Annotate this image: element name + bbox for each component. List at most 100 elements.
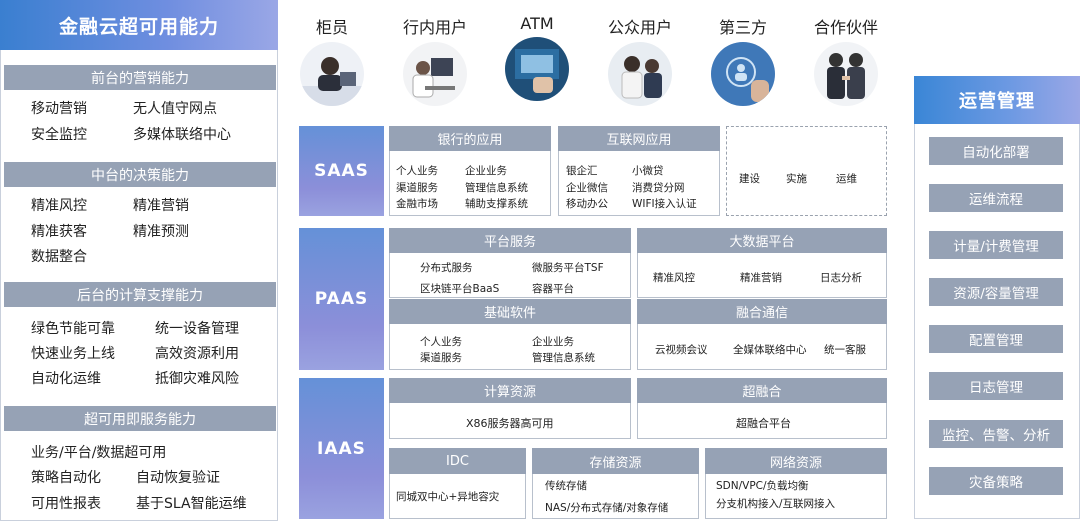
platform-service-item: 区块链平台BaaS — [420, 283, 500, 295]
converged-comm-title: 融合通信 — [637, 299, 887, 324]
capability-item: 精准风控 — [31, 198, 87, 214]
capability-item: 多媒体联络中心 — [133, 127, 231, 143]
role-label: ATM — [520, 14, 554, 33]
capability-item: 安全监控 — [31, 127, 87, 143]
capability-item: 抵御灾难风险 — [155, 371, 239, 387]
third-party-photo — [711, 42, 775, 106]
atm-photo — [505, 37, 569, 101]
role-label: 行内用户 — [402, 18, 467, 37]
delivery-item: 实施 — [786, 173, 807, 185]
bank-app-item: 金融市场 — [396, 198, 438, 210]
network-item: SDN/VPC/负载均衡 — [716, 480, 809, 492]
big-data-item: 精准营销 — [740, 272, 782, 284]
delivery-item: 运维 — [836, 173, 857, 185]
ops-item-monitor: 监控、告警、分析 — [929, 420, 1063, 448]
section-header-middle: 中台的决策能力 — [4, 162, 276, 187]
internal-user-photo — [403, 42, 467, 106]
role-label: 公众用户 — [607, 18, 672, 37]
capability-item: 精准预测 — [133, 224, 189, 240]
teller-photo — [300, 42, 364, 106]
bank-app-item: 渠道服务 — [396, 182, 438, 194]
capability-item: 无人值守网点 — [133, 101, 217, 117]
layer-paas: PAAS — [299, 228, 384, 370]
role-atm: ATM — [497, 14, 577, 101]
section-header-frontend: 前台的营销能力 — [4, 65, 276, 90]
big-data-title: 大数据平台 — [637, 228, 887, 253]
capability-item: 自动恢复验证 — [136, 470, 220, 486]
role-partner: 合作伙伴 — [806, 14, 886, 106]
internet-app-item: 移动办公 — [566, 198, 608, 210]
hci-title: 超融合 — [637, 378, 887, 403]
capability-item: 策略自动化 — [31, 470, 101, 486]
ops-item-config: 配置管理 — [929, 325, 1063, 353]
bank-app-item: 管理信息系统 — [465, 182, 528, 194]
ops-panel-title: 运营管理 — [914, 76, 1080, 124]
role-third-party: 第三方 — [703, 14, 783, 106]
delivery-item: 建设 — [739, 173, 760, 185]
capability-item: 精准获客 — [31, 224, 87, 240]
ops-item-ops-process: 运维流程 — [929, 184, 1063, 212]
base-software-item: 个人业务 — [420, 336, 462, 348]
role-label: 合作伙伴 — [813, 18, 878, 37]
bank-app-item: 辅助支撑系统 — [465, 198, 528, 210]
ops-item-billing: 计量/计费管理 — [929, 231, 1063, 259]
role-internal-user: 行内用户 — [395, 14, 475, 106]
delivery-box — [726, 126, 887, 216]
capability-item: 可用性报表 — [31, 496, 101, 512]
internet-app-item: 企业微信 — [566, 182, 608, 194]
capability-item: 自动化运维 — [31, 371, 101, 387]
big-data-item: 日志分析 — [820, 272, 862, 284]
partner-photo — [814, 42, 878, 106]
ops-item-auto-deploy: 自动化部署 — [929, 137, 1063, 165]
base-software-title: 基础软件 — [389, 299, 631, 324]
internet-apps-title: 互联网应用 — [558, 126, 720, 151]
public-user-photo — [608, 42, 672, 106]
layer-iaas: IAAS — [299, 378, 384, 519]
capability-item: 移动营销 — [31, 101, 87, 117]
network-item: 分支机构接入/互联网接入 — [716, 498, 836, 510]
platform-service-item: 容器平台 — [532, 283, 574, 295]
hci-item: 超融合平台 — [736, 417, 791, 430]
platform-service-item: 分布式服务 — [420, 262, 473, 274]
capability-panel-title: 金融云超可用能力 — [0, 0, 278, 50]
section-header-availability: 超可用即服务能力 — [4, 406, 276, 431]
capability-item: 业务/平台/数据超可用 — [31, 445, 167, 461]
idc-title: IDC — [389, 448, 526, 474]
bank-apps-title: 银行的应用 — [389, 126, 551, 151]
platform-service-item: 微服务平台TSF — [532, 262, 604, 274]
section-header-backend: 后台的计算支撑能力 — [4, 282, 276, 307]
big-data-item: 精准风控 — [653, 272, 695, 284]
internet-app-item: WIFI接入认证 — [632, 198, 697, 210]
internet-app-item: 消费贷分网 — [632, 182, 685, 194]
storage-item: 传统存储 — [545, 480, 587, 492]
bank-app-item: 个人业务 — [396, 165, 438, 177]
converged-comm-item: 全媒体联络中心 — [733, 344, 807, 356]
layer-saas: SAAS — [299, 126, 384, 216]
converged-comm-item: 统一客服 — [824, 344, 866, 356]
capability-item: 高效资源利用 — [155, 346, 239, 362]
internet-app-item: 银企汇 — [566, 165, 598, 177]
role-label: 柜员 — [315, 18, 348, 37]
capability-item: 统一设备管理 — [155, 321, 239, 337]
ops-item-dr: 灾备策略 — [929, 467, 1063, 495]
base-software-item: 管理信息系统 — [532, 352, 595, 364]
platform-services-title: 平台服务 — [389, 228, 631, 253]
idc-item: 同城双中心+异地容灾 — [396, 491, 500, 503]
bank-app-item: 企业业务 — [465, 165, 507, 177]
compute-title: 计算资源 — [389, 378, 631, 403]
capability-item: 绿色节能可靠 — [31, 321, 115, 337]
storage-title: 存储资源 — [532, 448, 699, 474]
ops-item-capacity: 资源/容量管理 — [929, 278, 1063, 306]
capability-item: 数据整合 — [31, 249, 87, 265]
role-teller: 柜员 — [292, 14, 372, 106]
capability-item: 精准营销 — [133, 198, 189, 214]
role-public-user: 公众用户 — [600, 14, 680, 106]
storage-item: NAS/分布式存储/对象存储 — [545, 502, 669, 514]
converged-comm-item: 云视频会议 — [655, 344, 708, 356]
capability-item: 基于SLA智能运维 — [136, 496, 247, 512]
compute-item: X86服务器高可用 — [466, 417, 554, 430]
network-title: 网络资源 — [705, 448, 887, 474]
capability-item: 快速业务上线 — [31, 346, 115, 362]
base-software-item: 企业业务 — [532, 336, 574, 348]
internet-app-item: 小微贷 — [632, 165, 664, 177]
